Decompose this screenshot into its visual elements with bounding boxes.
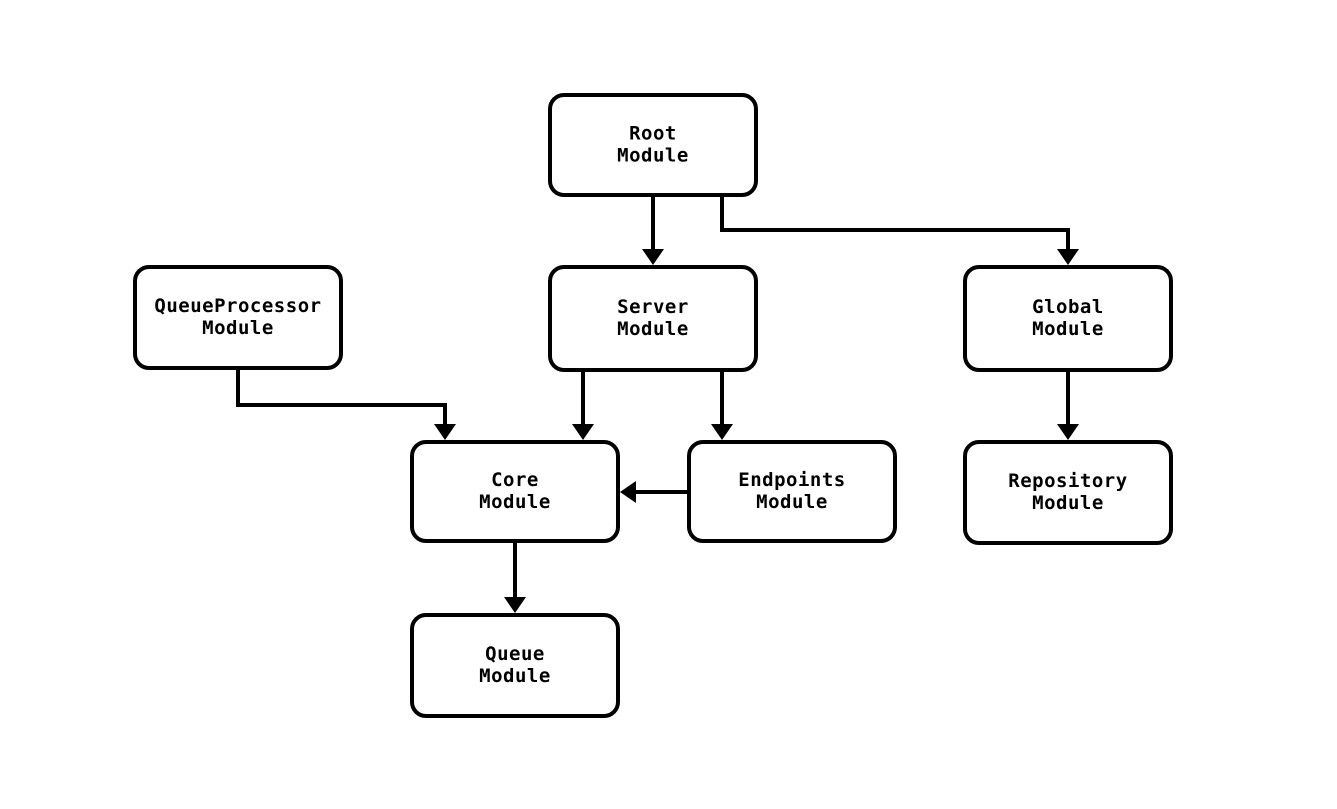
node-label-line1: Queue <box>485 643 545 665</box>
node-box[interactable] <box>963 440 1173 545</box>
node-box[interactable] <box>410 440 620 543</box>
edges-layer <box>236 197 1079 613</box>
edge-endpoints-to-core <box>620 481 687 503</box>
node-box[interactable] <box>963 265 1173 372</box>
edge-arrowhead-icon <box>1057 249 1079 265</box>
node-label-line1: Core <box>491 469 539 491</box>
edge-server-to-endpoints <box>711 372 733 440</box>
node-label-line2: Module <box>202 317 274 339</box>
node-box[interactable] <box>687 440 897 543</box>
node-label-line1: Endpoints <box>738 469 845 491</box>
node-label-line2: Module <box>617 145 689 167</box>
edge-line <box>720 197 1070 249</box>
node-box[interactable] <box>133 265 343 370</box>
node-box[interactable] <box>410 613 620 718</box>
node-label-line2: Module <box>1032 318 1104 340</box>
node-label-line2: Module <box>479 491 551 513</box>
node-label-line2: Module <box>479 665 551 687</box>
node-label-line1: Root <box>629 123 677 145</box>
edge-line <box>236 370 447 424</box>
edge-arrowhead-icon <box>1057 424 1079 440</box>
node-label-line1: Repository <box>1008 470 1127 492</box>
edge-global-to-repository <box>1057 372 1079 440</box>
edge-arrowhead-icon <box>504 597 526 613</box>
edge-arrowhead-icon <box>620 481 636 503</box>
node-label-line1: Server <box>617 296 689 318</box>
edge-queueprocessor-to-core <box>236 370 456 440</box>
edge-core-to-queue <box>504 543 526 613</box>
edge-arrowhead-icon <box>434 424 456 440</box>
edge-root-to-global <box>720 197 1079 265</box>
node-label-line2: Module <box>617 318 689 340</box>
node-label-line1: Global <box>1032 296 1104 318</box>
edge-arrowhead-icon <box>572 424 594 440</box>
node-label-line2: Module <box>1032 492 1104 514</box>
edge-root-to-server <box>642 197 664 265</box>
node-box[interactable] <box>548 93 758 197</box>
node-label-line1: QueueProcessor <box>154 295 321 317</box>
edge-arrowhead-icon <box>642 249 664 265</box>
edge-arrowhead-icon <box>711 424 733 440</box>
edge-server-to-core <box>572 372 594 440</box>
node-label-line2: Module <box>756 491 828 513</box>
node-box[interactable] <box>548 265 758 372</box>
nodes-layer: RootModuleQueueProcessorModuleServerModu… <box>133 93 1173 718</box>
